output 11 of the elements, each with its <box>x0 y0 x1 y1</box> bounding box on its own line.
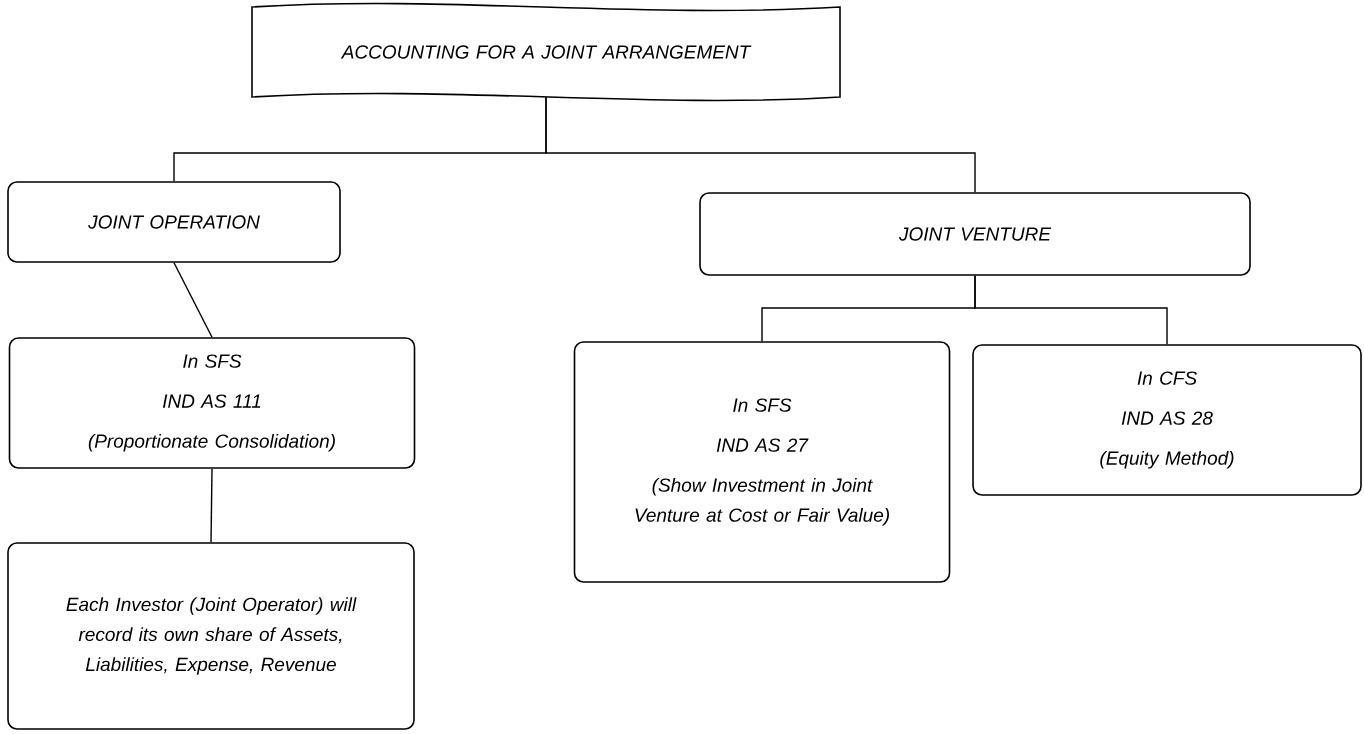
process-box: In SFS IND AS 27 (Show Investment in Joint Venture at Cost or Fair Value) <box>573 341 951 583</box>
connector-line <box>974 275 1168 345</box>
process-box: In SFS IND AS 111 (Proportionate Consolidation) <box>8 337 416 469</box>
connector-line <box>545 96 976 193</box>
banner: ACCOUNTING FOR A JOINT ARRANGEMENT <box>251 2 841 102</box>
connector-line <box>210 468 213 543</box>
process-box: JOINT OPERATION <box>7 181 341 263</box>
process-box: In CFS IND AS 28 (Equity Method) <box>972 344 1362 496</box>
process-box: JOINT VENTURE <box>699 192 1251 276</box>
process-box: Each Investor (Joint Operator) will record its own share of Assets, Liabilities, Expense, Revenue <box>7 542 415 730</box>
connector-line <box>173 262 213 338</box>
